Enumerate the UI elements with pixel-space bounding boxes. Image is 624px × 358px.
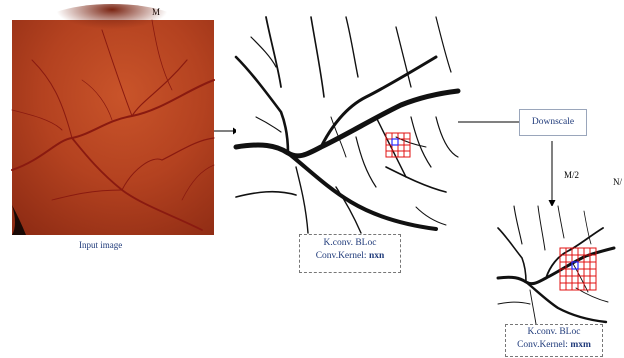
vessel-map-image xyxy=(236,17,458,233)
conv-kernel-size-2: mxm xyxy=(570,340,591,350)
input-retina-image xyxy=(12,20,214,235)
conv-block-mxm: K.conv. BLoc Conv.Kernel: mxm xyxy=(505,324,603,357)
input-image-caption: Input image xyxy=(79,240,122,250)
downscaled-vessel-image xyxy=(498,206,614,324)
conv-kernel-line-2: Conv.Kernel: mxm xyxy=(506,339,602,352)
connector-to-downscale xyxy=(458,120,520,124)
dimension-label-n-clipped: N/ xyxy=(613,177,622,187)
conv-block-title-2: K.conv. BLoc xyxy=(506,326,602,339)
dimension-label-m-half: M/2 xyxy=(564,170,579,180)
conv-kernel-prefix: Conv.Kernel: xyxy=(316,251,369,261)
arrow-input-to-vessel xyxy=(214,126,238,136)
downscale-box: Downscale xyxy=(519,109,587,136)
conv-kernel-prefix-2: Conv.Kernel: xyxy=(517,340,570,350)
arrow-downscale-down xyxy=(547,137,557,207)
conv-block-title: K.conv. BLoc xyxy=(300,237,400,250)
conv-kernel-size: nxn xyxy=(369,251,384,261)
conv-kernel-line: Conv.Kernel: nxn xyxy=(300,250,400,263)
conv-block-nxn: K.conv. BLoc Conv.Kernel: nxn xyxy=(299,234,401,273)
